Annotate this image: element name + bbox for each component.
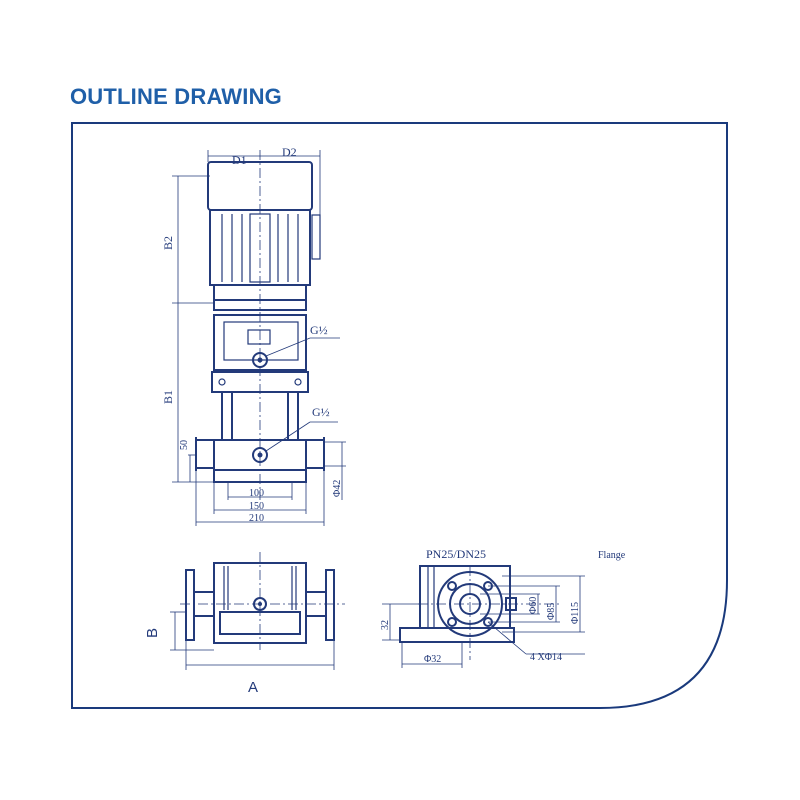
dim-d1-label: D1: [232, 153, 247, 167]
dim-b-label: B: [144, 628, 161, 638]
dim-32-label: 32: [380, 620, 391, 630]
dim-phi60-label: Φ60: [528, 597, 539, 614]
flange-rating-label: PN25/DN25: [426, 547, 486, 561]
flange-view: PN25/DN25 Flange Φ60 Φ85 Φ115: [380, 547, 626, 668]
front-view: D1 D2 B2 B1 50 G½ G½ Φ42 100 150: [161, 145, 346, 526]
flange-label: Flange: [598, 550, 626, 561]
page-title: OUTLINE DRAWING: [70, 84, 282, 109]
dim-150-label: 150: [249, 501, 264, 512]
top-view: B A: [144, 552, 345, 696]
dim-210-label: 210: [249, 513, 264, 524]
dim-phi42-label: Φ42: [332, 480, 343, 497]
port-bottom-label: G½: [312, 405, 330, 419]
dim-phi115-label: Φ115: [570, 602, 581, 624]
dim-phi32-label: Φ32: [424, 654, 441, 665]
dim-a-label: A: [248, 679, 258, 696]
dim-b2-label: B2: [161, 236, 175, 250]
motor: [207, 161, 321, 301]
dim-phi85-label: Φ85: [546, 603, 557, 620]
holes-label: 4 XΦ14: [530, 652, 562, 663]
dim-d2-label: D2: [282, 145, 297, 159]
dim-b1-label: B1: [161, 390, 175, 404]
dim-50-label: 50: [179, 440, 190, 450]
port-top-label: G½: [310, 323, 328, 337]
drawing-frame: [71, 122, 728, 709]
dim-100-label: 100: [249, 488, 264, 499]
